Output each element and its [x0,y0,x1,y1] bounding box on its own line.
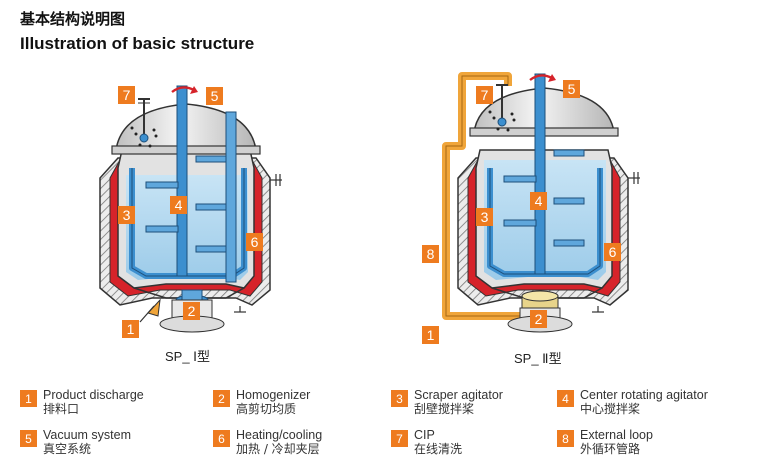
badge-4: 4 [535,193,543,209]
title-english: Illustration of basic structure [20,34,255,53]
title-chinese: 基本结构说明图 [20,10,126,28]
badge-1: 1 [127,321,135,337]
center-agitator-shaft [534,73,546,275]
model-label-type-2: SP_ Ⅱ型 [514,351,562,366]
badge-7: 7 [481,87,489,103]
badge-5: 5 [568,81,576,97]
rotation-arrow-icon [529,74,553,81]
cip-spray-ball [497,117,507,127]
tank-type-1 [99,85,282,333]
badge-6: 6 [609,244,617,260]
badge-1: 1 [427,327,435,343]
badge-2: 2 [188,303,196,319]
badge-7: 7 [123,87,131,103]
center-agitator-shaft [176,85,188,277]
badge-8: 8 [427,246,435,262]
badge-6: 6 [251,234,259,250]
discharge-valve [147,298,161,317]
rotation-arrow-icon [171,86,195,93]
badge-5: 5 [211,88,219,104]
agitator-blades [145,155,227,253]
badge-4: 4 [175,197,183,213]
badge-2: 2 [535,311,543,327]
model-label-type-1: SP_ Ⅰ型 [165,349,211,364]
agitator-blades [503,149,585,247]
tank-type-2 [442,72,640,333]
badge-3: 3 [123,207,131,223]
cip-spray-ball [139,133,149,143]
badge-3: 3 [481,209,489,225]
callout-badges: 7 5 3 4 6 2 1 7 5 3 4 6 2 8 1 [118,80,621,344]
